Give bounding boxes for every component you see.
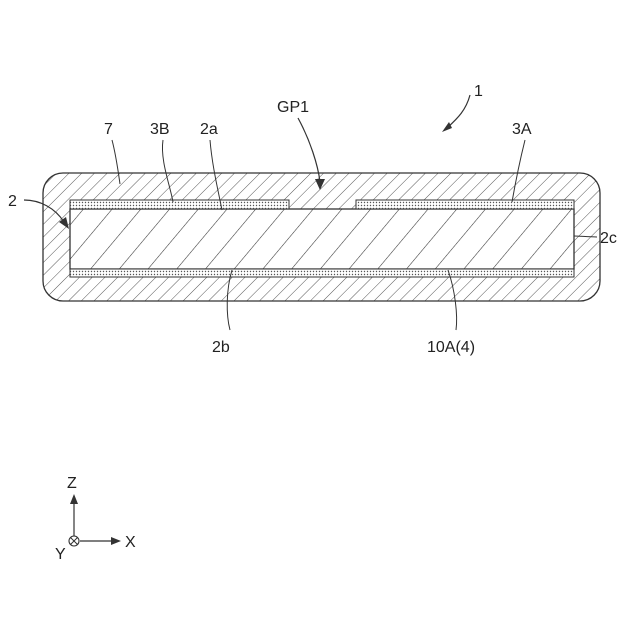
x-axis-arrowhead — [111, 537, 121, 545]
label-electrode-3a: 3A — [512, 121, 532, 138]
axis-label-z: Z — [67, 475, 77, 492]
axis-label-y: Y — [55, 546, 66, 563]
element-core-hatch — [70, 209, 574, 269]
leader-device-1 — [447, 95, 470, 128]
electrode-3a — [356, 200, 574, 209]
electrode-3b — [70, 200, 289, 209]
axis-indicator: Z X Y — [55, 475, 136, 563]
arrowhead-device-1 — [442, 122, 452, 132]
label-device-1: 1 — [474, 83, 483, 100]
label-bottom-layer: 10A(4) — [427, 339, 475, 356]
label-mold-7: 7 — [104, 121, 113, 138]
axis-label-x: X — [125, 534, 136, 551]
label-face-2c: 2c — [600, 230, 617, 247]
z-axis-arrowhead — [70, 494, 78, 504]
label-face-2a: 2a — [200, 121, 218, 138]
label-electrode-3b: 3B — [150, 121, 170, 138]
bottom-layer-10a — [70, 269, 574, 277]
label-gap-gp1: GP1 — [277, 99, 309, 116]
label-face-2b: 2b — [212, 339, 230, 356]
label-element-2: 2 — [8, 193, 17, 210]
